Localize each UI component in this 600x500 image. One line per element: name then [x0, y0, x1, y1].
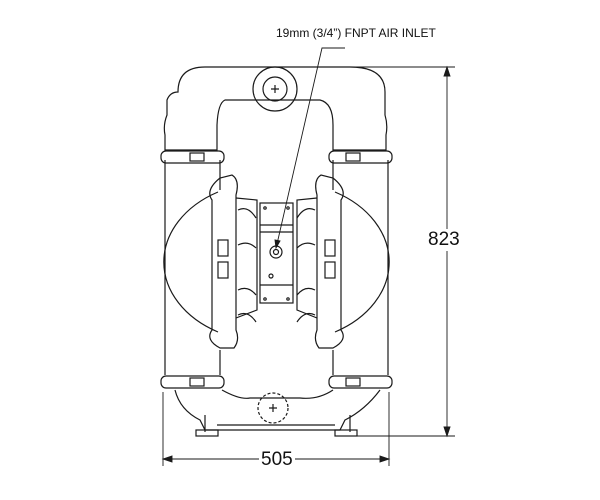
top-manifold [163, 66, 388, 151]
diaphragm-chambers [163, 174, 390, 349]
air-inlet-leader [274, 47, 345, 250]
height-dimension-label: 823 [426, 229, 462, 251]
dimension-lines [161, 65, 455, 466]
air-inlet-port-inner [262, 76, 288, 102]
bottom-manifold [174, 389, 381, 437]
side-columns [160, 150, 393, 389]
air-inlet-callout: 19mm (3/4”) FNPT AIR INLET [276, 26, 436, 40]
width-dimension-label: 505 [259, 449, 295, 471]
center-mark-icon [271, 85, 279, 93]
center-block [259, 202, 294, 304]
air-inlet-port-outer [252, 66, 298, 112]
outlet-port [257, 392, 289, 424]
